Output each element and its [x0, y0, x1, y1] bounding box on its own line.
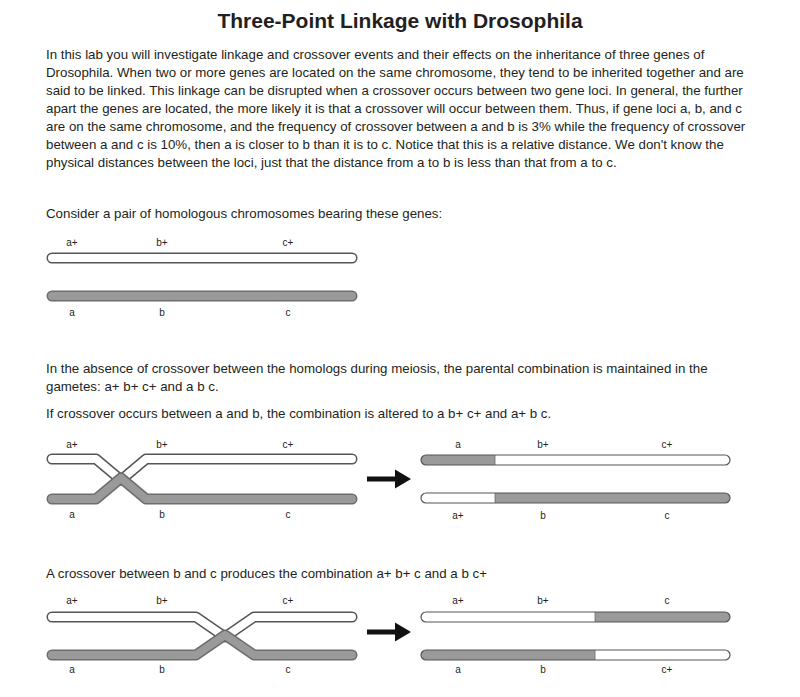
gene-label: c+	[662, 664, 673, 676]
gene-label: a+	[66, 237, 77, 249]
gene-label: a+	[452, 510, 463, 522]
gene-label: a+	[66, 595, 77, 607]
gene-label: b+	[156, 439, 167, 451]
body-paragraph: Consider a pair of homologous chromosome…	[46, 205, 754, 223]
chromosome-segment	[421, 455, 495, 465]
body-paragraph: In this lab you will investigate linkage…	[46, 46, 754, 172]
chromosome-segment	[421, 455, 730, 465]
chromosome-segment	[426, 612, 595, 622]
chromosome-white	[52, 258, 352, 259]
recombinant-chromosome	[421, 650, 730, 660]
result-arrow	[367, 470, 411, 489]
gene-label: b	[540, 510, 546, 522]
gene-label: c+	[283, 595, 294, 607]
gene-label: a	[69, 307, 75, 319]
chromosome-outline	[421, 455, 730, 465]
recombinant-chromosome	[421, 455, 730, 465]
gene-label: b	[159, 509, 165, 521]
chromosome-grey	[52, 635, 352, 655]
gene-label: c	[286, 509, 291, 521]
chromosome-outline	[52, 617, 352, 637]
chromosome-outline	[421, 650, 730, 660]
body-paragraph: A crossover between b and c produces the…	[46, 565, 754, 583]
chromosome-fill	[52, 478, 352, 499]
chromosome-outline	[52, 478, 352, 499]
chromosome-fill	[52, 459, 352, 480]
chromosome-fill	[52, 292, 352, 300]
segment-junction	[595, 650, 596, 660]
chromosome-outline	[52, 459, 352, 480]
result-arrow	[367, 623, 411, 642]
gene-label: a+	[452, 595, 463, 607]
gene-label: c	[286, 664, 291, 676]
gene-label: c	[286, 307, 291, 319]
chromosome-grey	[52, 296, 352, 297]
chromosome-segment	[426, 455, 495, 465]
gene-label: a	[455, 664, 461, 676]
gene-label: b+	[156, 237, 167, 249]
chromosome-segment	[426, 650, 595, 660]
body-paragraph: In the absence of crossover between the …	[46, 360, 754, 396]
chromosome-white	[52, 459, 352, 480]
chromosome-outline	[421, 493, 730, 503]
chromosome-fill	[52, 617, 352, 637]
chromosome-segment	[421, 493, 730, 503]
gene-label: c+	[662, 439, 673, 451]
chromosome-fill	[52, 254, 352, 262]
chromosome-outline	[52, 291, 352, 302]
body-paragraph: If crossover occurs between a and b, the…	[46, 405, 754, 423]
chromosome-fill	[52, 635, 352, 655]
chromosome-segment	[421, 650, 595, 660]
chromosome-grey	[52, 478, 352, 499]
page-title: Three-Point Linkage with Drosophila	[217, 9, 582, 33]
segment-junction	[595, 612, 596, 622]
gene-label: b	[159, 664, 165, 676]
recombinant-chromosome	[421, 493, 730, 503]
gene-label: b+	[156, 595, 167, 607]
chromosome-outline	[421, 612, 730, 622]
gene-label: b	[159, 307, 165, 319]
gene-label: b+	[537, 595, 548, 607]
gene-label: a+	[66, 439, 77, 451]
chromosome-outline	[52, 635, 352, 655]
gene-label: a	[69, 664, 75, 676]
chromosome-segment	[426, 493, 495, 503]
gene-label: c	[665, 510, 670, 522]
chromosome-segment	[421, 612, 595, 622]
chromosome-white	[52, 617, 352, 637]
gene-label: c	[665, 595, 670, 607]
gene-label: c+	[283, 237, 294, 249]
segment-junction	[495, 493, 496, 503]
chromosome-outline	[52, 253, 352, 264]
gene-label: b+	[537, 439, 548, 451]
recombinant-chromosome	[421, 612, 730, 622]
gene-label: a	[455, 439, 461, 451]
gene-label: b	[540, 664, 546, 676]
gene-label: c+	[283, 439, 294, 451]
gene-label: a	[69, 509, 75, 521]
chromosome-segment	[421, 650, 730, 660]
segment-junction	[495, 455, 496, 465]
chromosome-segment	[421, 493, 495, 503]
chromosome-segment	[421, 612, 730, 622]
